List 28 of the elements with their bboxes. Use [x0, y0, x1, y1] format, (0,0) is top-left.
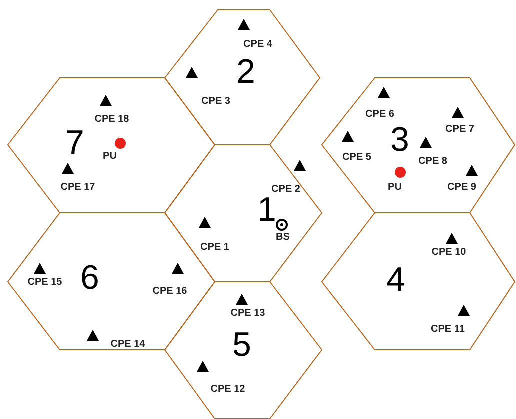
node-label: CPE 11	[431, 325, 465, 335]
cell-number: 2	[236, 55, 256, 89]
node-label: CPE 6	[366, 110, 394, 120]
node-label: CPE 2	[272, 185, 300, 195]
node-label: CPE 18	[94, 115, 130, 125]
node-label: CPE 8	[418, 157, 448, 167]
cell-number: 1	[258, 193, 276, 227]
node-label: CPE 4	[244, 40, 272, 50]
node-label: CPE 3	[202, 97, 230, 107]
node-label: CPE 14	[110, 340, 146, 350]
node-label: CPE 13	[230, 309, 266, 319]
node-label: CPE 10	[432, 248, 466, 258]
node-label: PU	[388, 183, 402, 193]
cell-number: 3	[390, 123, 410, 157]
node-label: CPE 9	[448, 183, 476, 193]
node-label: CPE 5	[342, 153, 372, 163]
cell-number: 4	[386, 263, 406, 297]
cell-number: 5	[232, 328, 252, 362]
node-label: PU	[103, 152, 117, 162]
node-label: CPE 12	[210, 385, 246, 395]
cell-number: 6	[80, 261, 100, 295]
cell-number: 7	[66, 126, 84, 160]
node-label: CPE 17	[60, 183, 96, 193]
node-label: CPE 16	[152, 287, 188, 297]
node-label: BS	[276, 233, 290, 243]
node-label: CPE 15	[28, 278, 62, 288]
node-label: CPE 1	[200, 243, 230, 253]
node-label: CPE 7	[446, 125, 474, 135]
